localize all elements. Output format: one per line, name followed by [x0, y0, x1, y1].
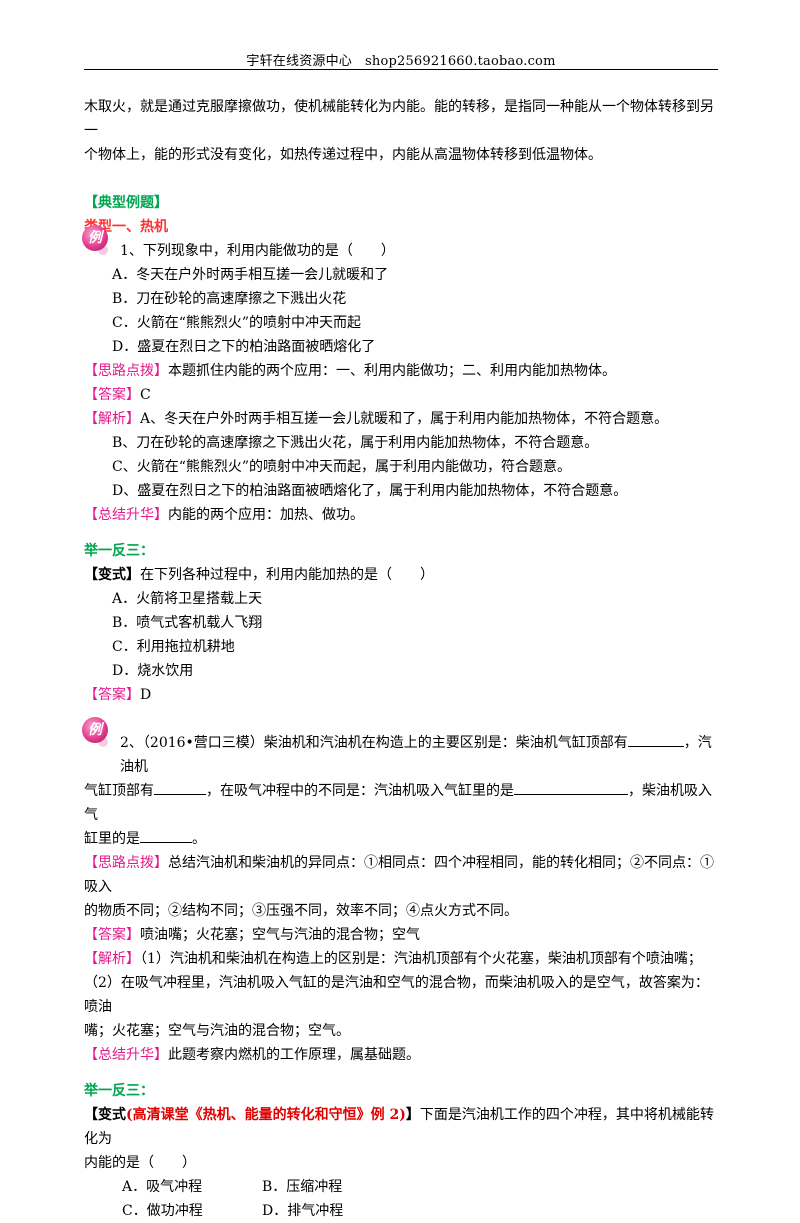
- answer-tag: 【答案】: [84, 927, 140, 943]
- type-heading: 类型一、热机: [84, 219, 168, 235]
- ex1-option-d: D．盛夏在烈日之下的柏油路面被晒熔化了: [112, 339, 376, 355]
- var2-question: 【变式(高清课堂《热机、能量的转化和守恒》例 2)】下面是汽油机工作的四个冲程，…: [84, 1103, 718, 1151]
- ex2-blank-4[interactable]: [140, 828, 192, 843]
- ex1-analysis-a: A、冬天在户外时两手相互搓一会儿就暖和了，属于利用内能加热物体，不符合题意。: [140, 411, 669, 427]
- header-shop: shop256921660.taobao.com: [365, 54, 556, 69]
- intro-line-2: 个物体上，能的形式没有变化，如热传递过程中，内能从高温物体转移到低温物体。: [84, 147, 602, 163]
- thinking-tag: 【思路点拨】: [84, 363, 168, 379]
- ex1-analysis-c: C、火箭在“熊熊烈火”的喷射中冲天而起，属于利用内能做功，符合题意。: [112, 459, 572, 475]
- ex2-question-line-2: 气缸顶部有 ，在吸气冲程中的不同是：汽油机吸入气缸里的是，柴油机吸入气: [84, 779, 718, 827]
- var1-option-d: D．烧水饮用: [112, 663, 194, 679]
- summary-tag: 【总结升华】: [84, 1047, 168, 1063]
- var1-answer-text: D: [140, 687, 152, 703]
- var2-option-d: D．排气冲程: [262, 1203, 344, 1219]
- variant-tag-open: 【变式: [84, 1107, 126, 1123]
- var1-option-c: C．利用拖拉机耕地: [112, 639, 235, 655]
- ex2-summary-text: 此题考察内燃机的工作原理，属基础题。: [168, 1047, 420, 1063]
- thinking-tag: 【思路点拨】: [84, 855, 168, 871]
- var2-option-a: A．吸气冲程: [122, 1179, 203, 1195]
- example-2-question: 例 2、（2016•营口三模）柴油机和汽油机在构造上的主要区别是：柴油机气缸顶部…: [82, 717, 718, 779]
- var2-option-b: B．压缩冲程: [262, 1179, 343, 1195]
- var1-option-a: A．火箭将卫星搭载上天: [112, 591, 263, 607]
- practice-heading-1: 举一反三：: [84, 543, 154, 559]
- ex2-text-1: 2、（2016•营口三模）柴油机和汽油机在构造上的主要区别是：柴油机气缸顶部有: [120, 735, 628, 751]
- intro-line-1: 木取火，就是通过克服摩擦做功，使机械能转化为内能。能的转移，是指同一种能从一个物…: [84, 99, 714, 139]
- example-1-text: 1、下列现象中，利用内能做功的是（ ）: [120, 243, 395, 259]
- document-body: 木取火，就是通过克服摩擦做功，使机械能转化为内能。能的转移，是指同一种能从一个物…: [82, 95, 718, 1223]
- ex1-option-a: A．冬天在户外时两手相互搓一会儿就暖和了: [112, 267, 389, 283]
- ex2-blank-2[interactable]: [154, 780, 206, 795]
- ex1-option-c: C．火箭在“熊熊烈火”的喷射中冲天而起: [112, 315, 362, 331]
- ex2-analysis-1: （1）汽油机和柴油机在构造上的区别是：汽油机顶部有个火花塞，柴油机顶部有个喷油嘴…: [140, 951, 702, 967]
- var1-question-text: 在下列各种过程中，利用内能加热的是（ ）: [140, 567, 434, 583]
- ex1-summary: 【总结升华】内能的两个应用：加热、做功。: [84, 503, 718, 527]
- ex2-question-line-3: 缸里的是 。: [84, 827, 718, 851]
- ex1-option-b: B．刀在砂轮的高速摩擦之下溅出火花: [112, 291, 347, 307]
- ex2-text-4: ，在吸气冲程中的不同是：汽油机吸入气缸里的是: [206, 783, 514, 799]
- ex2-thinking: 【思路点拨】总结汽油机和柴油机的异同点：①相同点：四个冲程相同，能的转化相同；②…: [84, 851, 718, 899]
- ex1-answer-text: C: [140, 387, 151, 403]
- practice-heading-2: 举一反三：: [84, 1083, 154, 1099]
- ex2-answer: 【答案】喷油嘴；火花塞；空气与汽油的混合物；空气: [84, 923, 718, 947]
- analysis-tag: 【解析】: [84, 951, 140, 967]
- page-header: 宇轩在线资源中心 shop256921660.taobao.com: [84, 50, 718, 69]
- var2-question-2: 内能的是（ ）: [84, 1155, 196, 1171]
- var1-question: 【变式】在下列各种过程中，利用内能加热的是（ ）: [84, 563, 718, 587]
- example-badge-icon: 例: [82, 717, 108, 747]
- section-title: 【典型例题】: [84, 195, 168, 211]
- header-rule: [84, 69, 718, 70]
- var1-option-b: B．喷气式客机载人飞翔: [112, 615, 263, 631]
- var2-options-row-1: A．吸气冲程 B．压缩冲程: [84, 1175, 718, 1199]
- ex2-analysis: 【解析】（1）汽油机和柴油机在构造上的区别是：汽油机顶部有个火花塞，柴油机顶部有…: [84, 947, 718, 971]
- variant-tag: 【变式】: [84, 567, 140, 583]
- ex1-analysis-d: D、盛夏在烈日之下的柏油路面被晒熔化了，属于利用内能加热物体，不符合题意。: [112, 483, 628, 499]
- var2-options-row-2: C．做功冲程 D．排气冲程: [84, 1199, 718, 1223]
- summary-tag: 【总结升华】: [84, 507, 168, 523]
- ex1-analysis-b: B、刀在砂轮的高速摩擦之下溅出火花，属于利用内能加热物体，不符合题意。: [112, 435, 599, 451]
- ex2-analysis-2: （2）在吸气冲程里，汽油机吸入气缸的是汽油和空气的混合物，而柴油机吸入的是空气，…: [84, 975, 709, 1015]
- ex2-answer-text: 喷油嘴；火花塞；空气与汽油的混合物；空气: [140, 927, 420, 943]
- ex2-thinking-2: 的物质不同；②结构不同；③压强不同，效率不同；④点火方式不同。: [84, 903, 518, 919]
- example-1-question: 例 1、下列现象中，利用内能做功的是（ ）: [82, 225, 718, 263]
- ex2-text-3: 气缸顶部有: [84, 783, 154, 799]
- ex2-text-2: ，汽油机: [120, 735, 712, 775]
- ex2-blank-3[interactable]: [514, 780, 628, 795]
- ex2-text-5: ，柴油机吸入气: [84, 783, 712, 823]
- ex1-thinking: 【思路点拨】本题抓住内能的两个应用：一、利用内能做功；二、利用内能加热物体。: [84, 359, 718, 383]
- header-title: 宇轩在线资源中心: [246, 54, 352, 69]
- var2-source: (高清课堂《热机、能量的转化和守恒》例 2): [126, 1107, 406, 1123]
- answer-tag: 【答案】: [84, 687, 140, 703]
- ex2-blank-1[interactable]: [627, 732, 684, 747]
- var1-answer: 【答案】D: [84, 683, 718, 707]
- analysis-tag: 【解析】: [84, 411, 140, 427]
- example-badge-icon: 例: [82, 225, 108, 255]
- variant-tag-close: 】: [405, 1107, 420, 1123]
- ex2-thinking-1: 总结汽油机和柴油机的异同点：①相同点：四个冲程相同，能的转化相同；②不同点：①吸…: [84, 855, 714, 895]
- answer-tag: 【答案】: [84, 387, 140, 403]
- ex2-text-7: 。: [192, 831, 206, 847]
- ex2-text-6: 缸里的是: [84, 831, 140, 847]
- ex2-analysis-3: 嘴；火花塞；空气与汽油的混合物；空气。: [84, 1023, 350, 1039]
- ex2-summary: 【总结升华】此题考察内燃机的工作原理，属基础题。: [84, 1043, 718, 1067]
- ex1-analysis: 【解析】A、冬天在户外时两手相互搓一会儿就暖和了，属于利用内能加热物体，不符合题…: [84, 407, 718, 431]
- var2-option-c: C．做功冲程: [122, 1203, 203, 1219]
- ex1-answer: 【答案】C: [84, 383, 718, 407]
- ex1-thinking-text: 本题抓住内能的两个应用：一、利用内能做功；二、利用内能加热物体。: [168, 363, 616, 379]
- ex1-summary-text: 内能的两个应用：加热、做功。: [168, 507, 364, 523]
